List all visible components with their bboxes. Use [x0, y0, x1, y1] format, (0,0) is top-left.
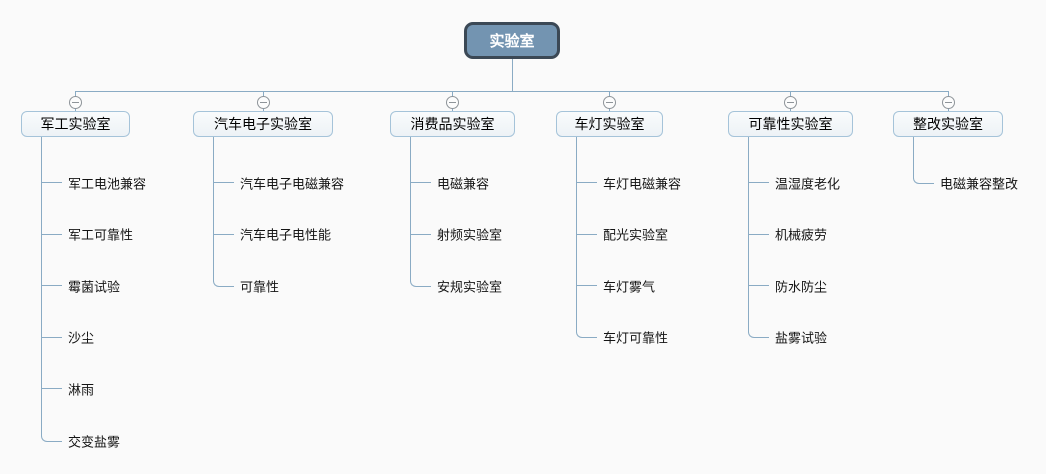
- root-topic[interactable]: 实验室: [464, 22, 560, 59]
- child-stub-connector: [409, 233, 431, 235]
- child-topic[interactable]: 沙尘: [68, 330, 95, 346]
- minus-circle-icon[interactable]: [603, 95, 616, 109]
- child-topic[interactable]: 军工可靠性: [68, 227, 134, 243]
- child-stub-connector: [747, 285, 769, 287]
- child-stub-connector: [40, 182, 62, 183]
- child-spine-connector: [212, 137, 214, 279]
- child-topic[interactable]: 车灯可靠性: [603, 330, 669, 346]
- branch-topic[interactable]: 可靠性实验室: [728, 111, 853, 137]
- child-topic[interactable]: 交变盐雾: [68, 434, 121, 449]
- child-topic[interactable]: 车灯雾气: [603, 279, 656, 295]
- child-topic[interactable]: 盐雾试验: [775, 330, 828, 346]
- child-stub-connector: [575, 182, 597, 183]
- child-topic[interactable]: 军工电池兼容: [68, 176, 147, 191]
- branch-rail: [75, 91, 948, 92]
- root-connector: [511, 59, 513, 91]
- child-elbow-connector: [409, 278, 431, 287]
- child-elbow-connector: [575, 330, 597, 339]
- child-topic[interactable]: 配光实验室: [603, 227, 669, 243]
- child-elbow-connector: [212, 278, 234, 287]
- child-topic[interactable]: 汽车电子电性能: [240, 227, 332, 243]
- child-topic[interactable]: 汽车电子电磁兼容: [240, 176, 345, 191]
- child-topic[interactable]: 电磁兼容: [437, 176, 490, 191]
- minus-circle-icon[interactable]: [69, 95, 82, 109]
- child-stub-connector: [575, 233, 597, 235]
- child-topic[interactable]: 淋雨: [68, 382, 95, 398]
- child-topic[interactable]: 温湿度老化: [775, 176, 841, 191]
- minus-circle-icon[interactable]: [941, 95, 955, 109]
- child-spine-connector: [912, 137, 914, 176]
- minus-circle-icon[interactable]: [256, 95, 270, 109]
- child-topic[interactable]: 可靠性: [240, 279, 280, 295]
- child-stub-connector: [40, 233, 62, 235]
- minus-circle-icon[interactable]: [784, 95, 797, 109]
- child-topic[interactable]: 车灯电磁兼容: [603, 176, 682, 191]
- child-stub-connector: [409, 182, 431, 183]
- child-topic[interactable]: 防水防尘: [775, 279, 828, 295]
- child-stub-connector: [212, 182, 234, 183]
- branch-topic[interactable]: 汽车电子实验室: [193, 111, 333, 137]
- child-stub-connector: [212, 233, 234, 235]
- branch-topic[interactable]: 消费品实验室: [390, 111, 515, 137]
- branch-topic[interactable]: 军工实验室: [21, 111, 130, 137]
- child-stub-connector: [747, 182, 769, 183]
- child-topic[interactable]: 霉菌试验: [68, 279, 121, 295]
- child-stub-connector: [40, 336, 62, 338]
- child-stub-connector: [40, 285, 62, 287]
- child-topic[interactable]: 机械疲劳: [775, 227, 828, 243]
- child-elbow-connector: [40, 433, 62, 442]
- child-elbow-connector: [747, 330, 769, 339]
- child-stub-connector: [40, 388, 62, 390]
- child-elbow-connector: [912, 175, 934, 184]
- minus-circle-icon[interactable]: [446, 95, 459, 109]
- child-spine-connector: [409, 137, 411, 279]
- child-stub-connector: [575, 285, 597, 287]
- child-topic[interactable]: 安规实验室: [437, 279, 503, 295]
- child-stub-connector: [747, 233, 769, 235]
- child-topic[interactable]: 射频实验室: [437, 227, 503, 243]
- child-topic[interactable]: 电磁兼容整改: [940, 176, 1019, 191]
- branch-topic[interactable]: 整改实验室: [893, 111, 1003, 137]
- branch-topic[interactable]: 车灯实验室: [556, 111, 663, 137]
